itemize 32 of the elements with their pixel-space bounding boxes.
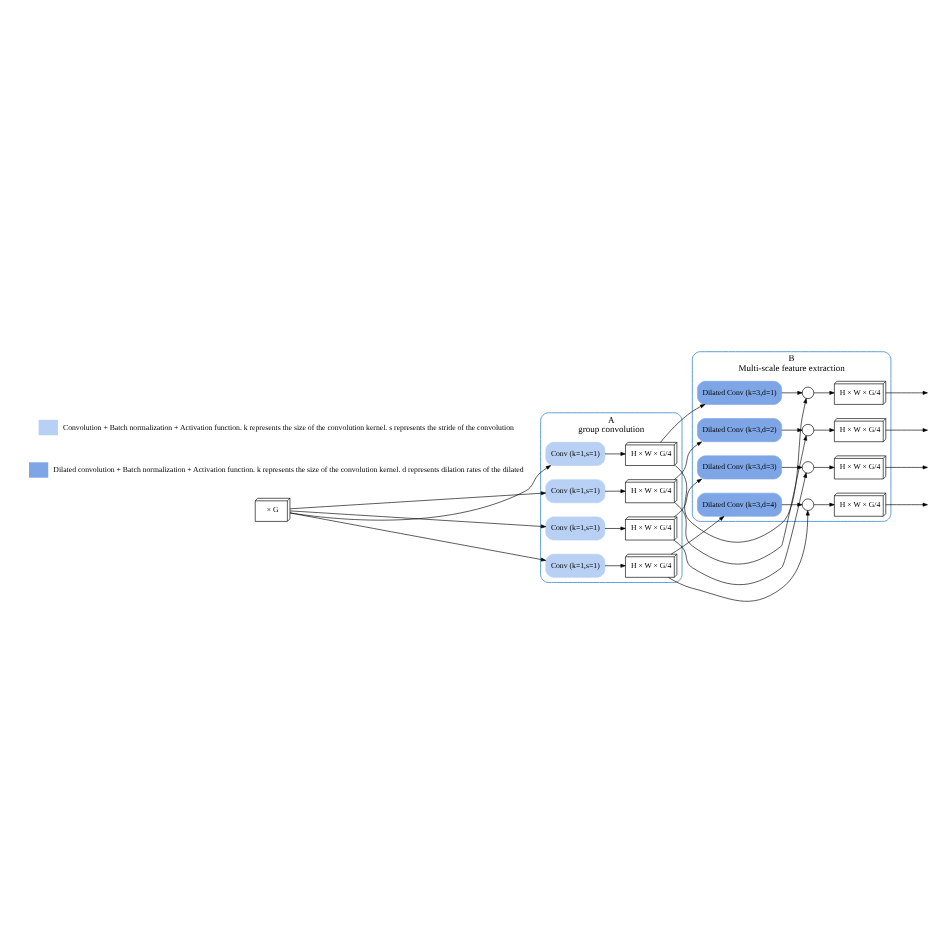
arrow (885, 428, 928, 433)
node-circle (801, 498, 815, 511)
arrow (885, 502, 928, 507)
arrow (813, 465, 835, 470)
arrow (604, 489, 626, 494)
arrow (673, 472, 808, 585)
arrow (675, 398, 808, 543)
node-circle (801, 386, 815, 399)
arrow (604, 526, 626, 531)
arrow (673, 441, 702, 480)
arrow (660, 404, 706, 443)
arrow (885, 465, 928, 470)
arrow (673, 478, 702, 518)
arrow (289, 512, 547, 562)
arrow (289, 510, 547, 529)
arrow (885, 390, 928, 395)
arrow (813, 390, 835, 395)
arrow (781, 390, 803, 395)
arrow (604, 452, 626, 456)
arrow (604, 563, 626, 568)
arrow (781, 428, 803, 433)
arrow (813, 502, 835, 507)
node-circle (801, 424, 815, 437)
arrow (289, 465, 551, 521)
arrow (668, 510, 810, 602)
node-circle (801, 461, 815, 474)
arrow (674, 435, 808, 565)
arrow (670, 516, 725, 555)
arrow (289, 491, 547, 510)
arrow (813, 428, 835, 433)
arrow (781, 465, 803, 470)
arrow (781, 502, 803, 507)
